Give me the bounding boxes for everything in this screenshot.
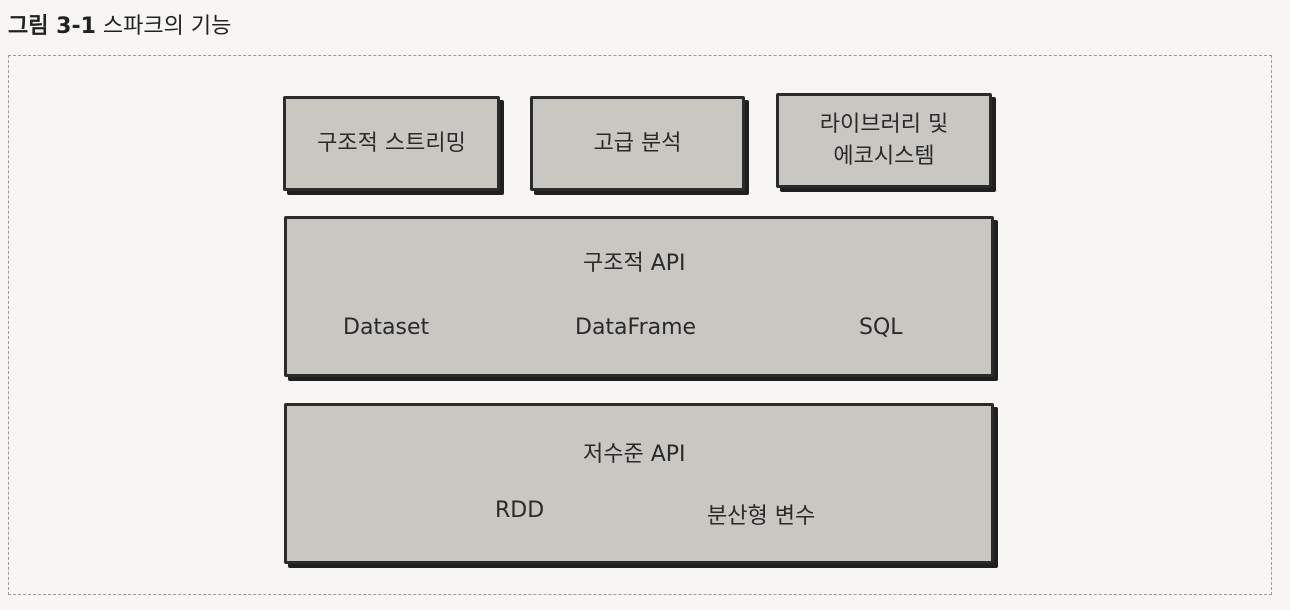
libraries-ecosystem-box: 라이브러리 및 에코시스템	[776, 93, 992, 188]
sql-label: SQL	[859, 315, 903, 340]
structured-api-title: 구조적 API	[583, 251, 686, 276]
structured-streaming-box: 구조적 스트리밍	[283, 96, 500, 191]
advanced-analytics-box: 고급 분석	[530, 96, 745, 191]
structured-api-box: 구조적 API Dataset DataFrame SQL	[284, 216, 994, 377]
advanced-analytics-label: 고급 분석	[593, 130, 682, 156]
figure-frame	[8, 55, 1272, 595]
dataset-label: Dataset	[343, 315, 430, 340]
figure-title: 스파크의 기능	[102, 14, 232, 39]
rdd-label: RDD	[495, 498, 545, 523]
low-level-api-title: 저수준 API	[583, 442, 686, 467]
figure-number: 그림 3-1	[8, 14, 96, 39]
low-level-api-box: 저수준 API RDD 분산형 변수	[284, 403, 994, 564]
figure-caption: 그림 3-1 스파크의 기능	[8, 8, 231, 40]
structured-streaming-label: 구조적 스트리밍	[317, 130, 466, 156]
libraries-ecosystem-label: 라이브러리 및 에코시스템	[819, 111, 949, 169]
distributed-variables-label: 분산형 변수	[707, 504, 816, 529]
dataframe-label: DataFrame	[575, 315, 697, 340]
